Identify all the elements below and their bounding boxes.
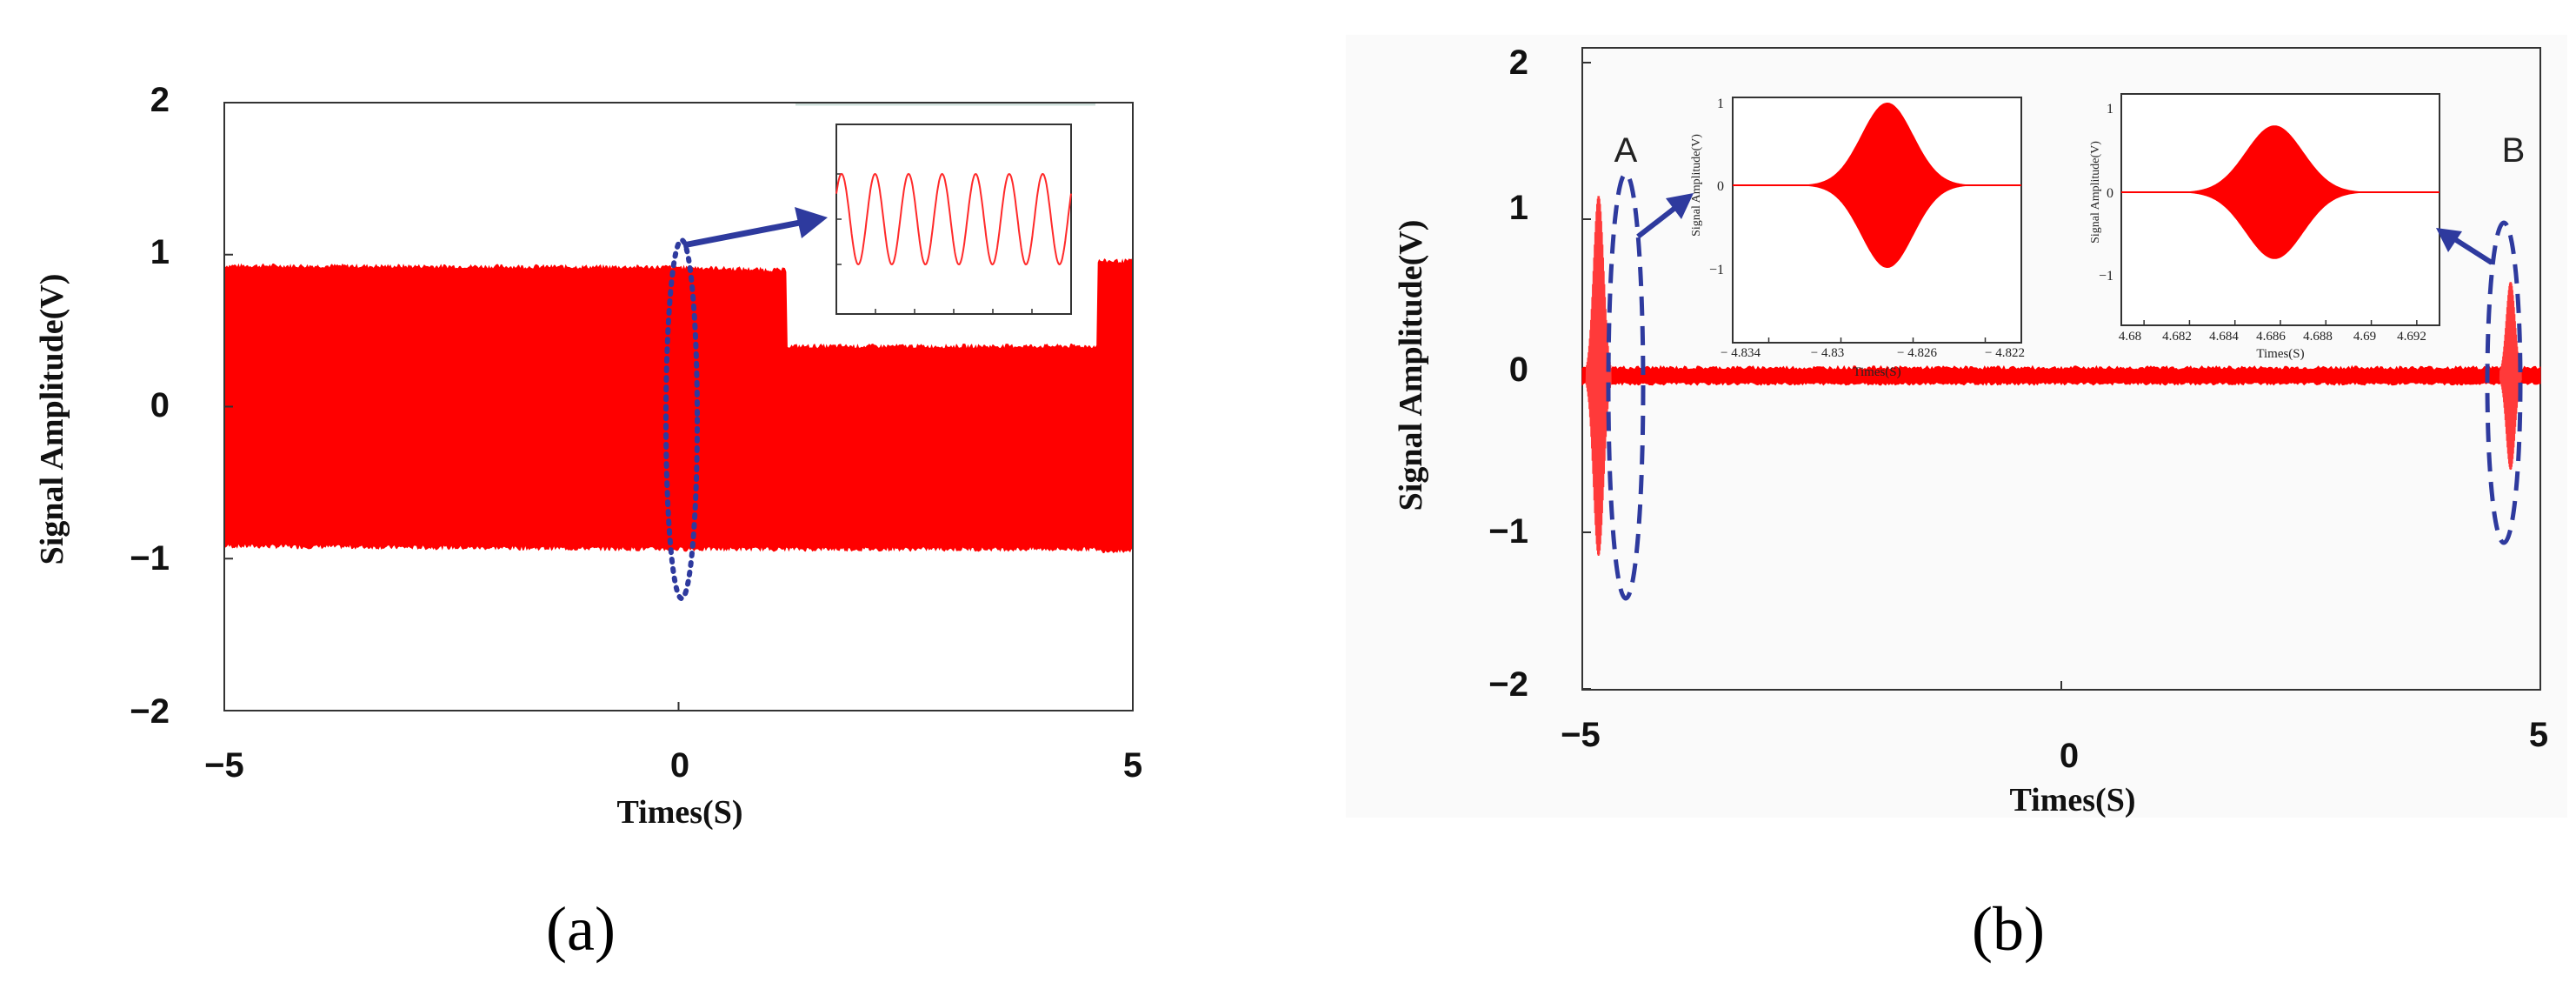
panel-b-inset-b-ticks [2143, 320, 2418, 325]
panel-a-pointer-arrow-head [795, 207, 828, 238]
panel-a-inset-sine [835, 172, 1072, 266]
panel-a-pointer-arrow-line [682, 219, 801, 249]
panel-b-inset-b-xtick-4: 4.686 [2256, 330, 2286, 344]
panel-b-inset-a-xtick-1: − 4.834 [1721, 346, 1761, 360]
panel-b-inset-b-ylabel: Signal Amplitude(V) [2089, 141, 2102, 244]
panel-b-caption: (b) [1972, 894, 2045, 964]
panel-a-ytick-0: 0 [150, 386, 170, 424]
panel-b-xaxis-label: Times(S) [2010, 782, 2136, 818]
panel-b-inset-a-xtick-4: − 4.822 [1985, 346, 2025, 360]
panel-a-yaxis-label: Signal Amplitude(V) [34, 274, 70, 565]
panel-b-inset-b-xtick-3: 4.684 [2209, 330, 2239, 344]
panel-b-yaxis-label: Signal Amplitude(V) [1393, 220, 1429, 511]
panel-a-ytick-neg2: −2 [130, 692, 170, 731]
panel-b-inset-b-ytick-0: 0 [2107, 186, 2113, 201]
panel-b-ytick-1: 1 [1509, 189, 1528, 227]
panel-a-ytick-2: 2 [150, 81, 170, 119]
panel-b-ytick-0: 0 [1509, 351, 1528, 389]
panel-b-region-a-ellipse [1606, 171, 1646, 601]
panel-a-xtick-0: 0 [670, 746, 689, 785]
panel-a-caption: (a) [546, 894, 616, 964]
panel-b-inset-a-xtick-2: − 4.83 [1811, 346, 1844, 360]
panel-a-xaxis-label: Times(S) [617, 794, 743, 831]
panel-a-signal-band [224, 258, 1133, 554]
panel-b-inset-b-xlabel: Times(S) [2256, 347, 2304, 361]
panel-b-baseline-signal [1581, 364, 2541, 386]
panel-b-ytick-neg1: −1 [1488, 512, 1528, 551]
panel-b-arrow-b-head [2436, 228, 2462, 252]
panel-a-highlight-ellipse [663, 237, 700, 601]
panel-a-ticks [223, 102, 1134, 711]
panel-b-xtick-neg5: −5 [1561, 716, 1601, 754]
panel-b-region-b-ellipse [2485, 220, 2523, 545]
panel-b-inset-a-ytick-1: 1 [1717, 97, 1724, 111]
panel-b-arrow-a-head [1666, 193, 1694, 219]
panel-a-xtick-neg5: −5 [204, 746, 244, 785]
panel-a-ytick-1: 1 [150, 233, 170, 271]
panel-a-xtick-5: 5 [1123, 746, 1142, 785]
panel-b-inset-a-ticks [1767, 337, 1987, 343]
panel-a-inset-frame [835, 124, 1072, 315]
panel-b-region-a-label: A [1614, 131, 1638, 170]
panel-b-ytick-2: 2 [1509, 43, 1528, 82]
panel-b-inset-a-xtick-3: − 4.826 [1897, 346, 1937, 360]
panel-a: 2 1 0 −1 −2 −5 0 5 Times(S) Signal Ampli… [34, 81, 1142, 964]
panel-b-arrow-b-line [2452, 236, 2493, 265]
panel-b-inset-b-ytick-neg1: −1 [2099, 269, 2113, 284]
panel-b-inset-b-xtick-5: 4.688 [2303, 330, 2333, 344]
panel-b-inset-b-ytick-1: 1 [2107, 102, 2113, 117]
panel-a-ytick-neg1: −1 [130, 539, 170, 578]
panel-b-inset-a-ylabel: Signal Amplitude(V) [1690, 134, 1703, 237]
panel-b-inset-b-xtick-1: 4.68 [2119, 330, 2141, 344]
panel-a-signal-fill [224, 258, 1133, 554]
panel-b-inset-b-xtick-6: 4.69 [2353, 330, 2376, 344]
panel-b-arrow-a-line [1636, 204, 1678, 239]
panel-b-inset-b-xtick-2: 4.682 [2162, 330, 2192, 344]
panel-b-region-b-label: B [2502, 131, 2526, 170]
panel-b-xtick-0: 0 [2060, 737, 2079, 775]
panel-b: 1 0 −1 − 4.834 − 4.83 − 4.826 − 4.822 Ti… [1346, 35, 2567, 964]
panel-b-ytick-neg2: −2 [1488, 665, 1528, 704]
panel-b-inset-a-ytick-neg1: −1 [1709, 263, 1724, 277]
panel-b-inset-b-xtick-7: 4.692 [2397, 330, 2426, 344]
panel-b-inset-a-xlabel: Times(S) [1853, 365, 1900, 379]
panel-b-burst-b [2499, 282, 2522, 471]
panel-b-inset-a-ytick-0: 0 [1717, 179, 1724, 194]
panel-b-xtick-5: 5 [2529, 716, 2548, 754]
